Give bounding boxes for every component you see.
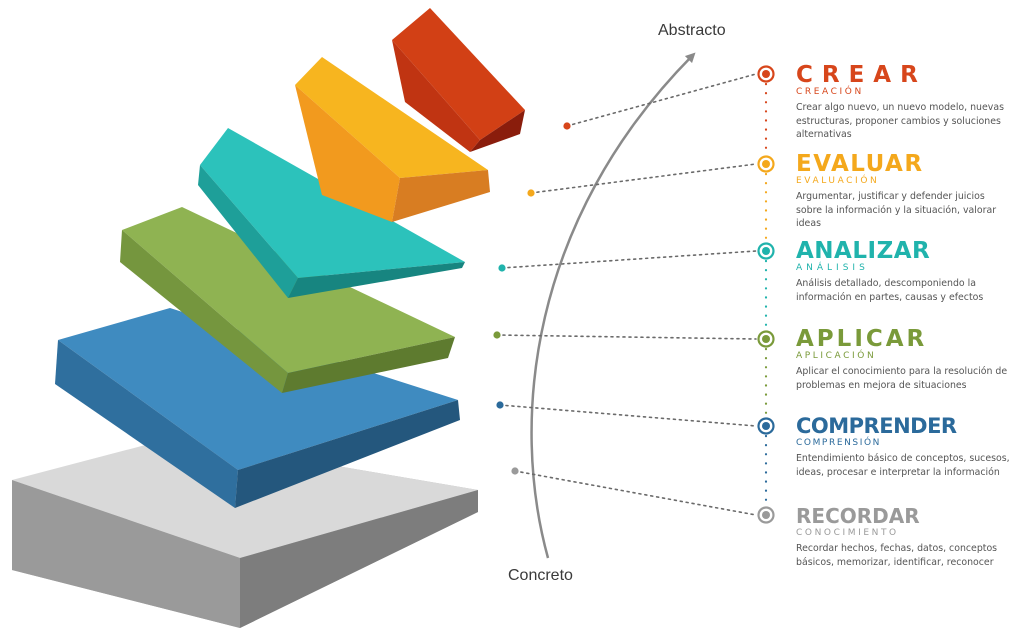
level-title: COMPRENDER	[796, 414, 957, 438]
block-dot-comprender	[496, 401, 504, 409]
level-title: RECORDAR	[796, 504, 920, 528]
level-description: Argumentar, justificar y defender juicio…	[796, 191, 997, 230]
block-dot-crear	[563, 122, 571, 130]
level-subtitle: COMPRENSIÓN	[796, 438, 882, 448]
level-aplicar: APLICAR APLICACIÓN Aplicar el conocimien…	[796, 327, 1012, 392]
level-crear: CREAR CREACIÓN Crear algo nuevo, un nuev…	[796, 63, 1012, 142]
abstraction-arrow	[530, 52, 696, 559]
block-markers	[493, 122, 571, 475]
level-title: ANALIZAR	[796, 238, 931, 264]
level-title: EVALUAR	[796, 151, 924, 177]
level-description: Aplicar el conocimiento para la resoluci…	[796, 366, 1008, 391]
marker-dot-crear	[762, 70, 770, 78]
level-subtitle: CREACIÓN	[796, 87, 864, 97]
level-analizar: ANALIZAR ANÁLISIS Análisis detallado, de…	[796, 239, 1012, 304]
block-analizar	[198, 128, 465, 298]
connector-recordar	[514, 470, 757, 516]
level-evaluar: EVALUAR EVALUACIÓN Argumentar, justifica…	[796, 152, 1012, 231]
level-description: Análisis detallado, descomponiendo la in…	[796, 278, 984, 303]
block-crear	[392, 8, 525, 152]
marker-dot-aplicar	[762, 335, 770, 343]
marker-dot-recordar	[762, 511, 770, 519]
connector-evaluar	[530, 163, 757, 194]
concreto-label: Concreto	[508, 567, 573, 584]
connector-aplicar	[496, 334, 757, 340]
level-comprender: COMPRENDER COMPRENSIÓN Entendimiento bás…	[796, 414, 1012, 479]
level-title: CREAR	[796, 62, 927, 88]
marker-dot-analizar	[762, 247, 770, 255]
level-description: Entendimiento básico de conceptos, suces…	[796, 453, 1010, 478]
level-subtitle: CONOCIMIENTO	[796, 528, 899, 538]
connector-crear	[566, 73, 757, 127]
block-dot-recordar	[511, 467, 519, 475]
block-recordar	[12, 438, 478, 628]
marker-dot-evaluar	[762, 160, 770, 168]
level-description: Crear algo nuevo, un nuevo modelo, nueva…	[796, 102, 1004, 141]
block-dot-analizar	[498, 264, 506, 272]
level-connectors	[496, 73, 757, 516]
marker-dot-comprender	[762, 422, 770, 430]
level-subtitle: EVALUACIÓN	[796, 176, 880, 186]
level-subtitle: APLICACIÓN	[796, 351, 877, 361]
block-stack	[12, 8, 525, 628]
connector-analizar	[501, 250, 757, 269]
block-dot-evaluar	[527, 189, 535, 197]
level-description: Recordar hechos, fechas, datos, concepto…	[796, 543, 998, 568]
block-evaluar	[295, 57, 490, 222]
connector-comprender	[499, 404, 757, 427]
level-subtitle: ANÁLISIS	[796, 263, 869, 273]
level-recordar: RECORDAR CONOCIMIENTO Recordar hechos, f…	[796, 504, 1012, 569]
level-title: APLICAR	[796, 326, 928, 352]
abstracto-label: Abstracto	[658, 22, 726, 39]
block-dot-aplicar	[493, 331, 501, 339]
level-markers	[757, 65, 775, 524]
block-comprender	[55, 308, 460, 508]
